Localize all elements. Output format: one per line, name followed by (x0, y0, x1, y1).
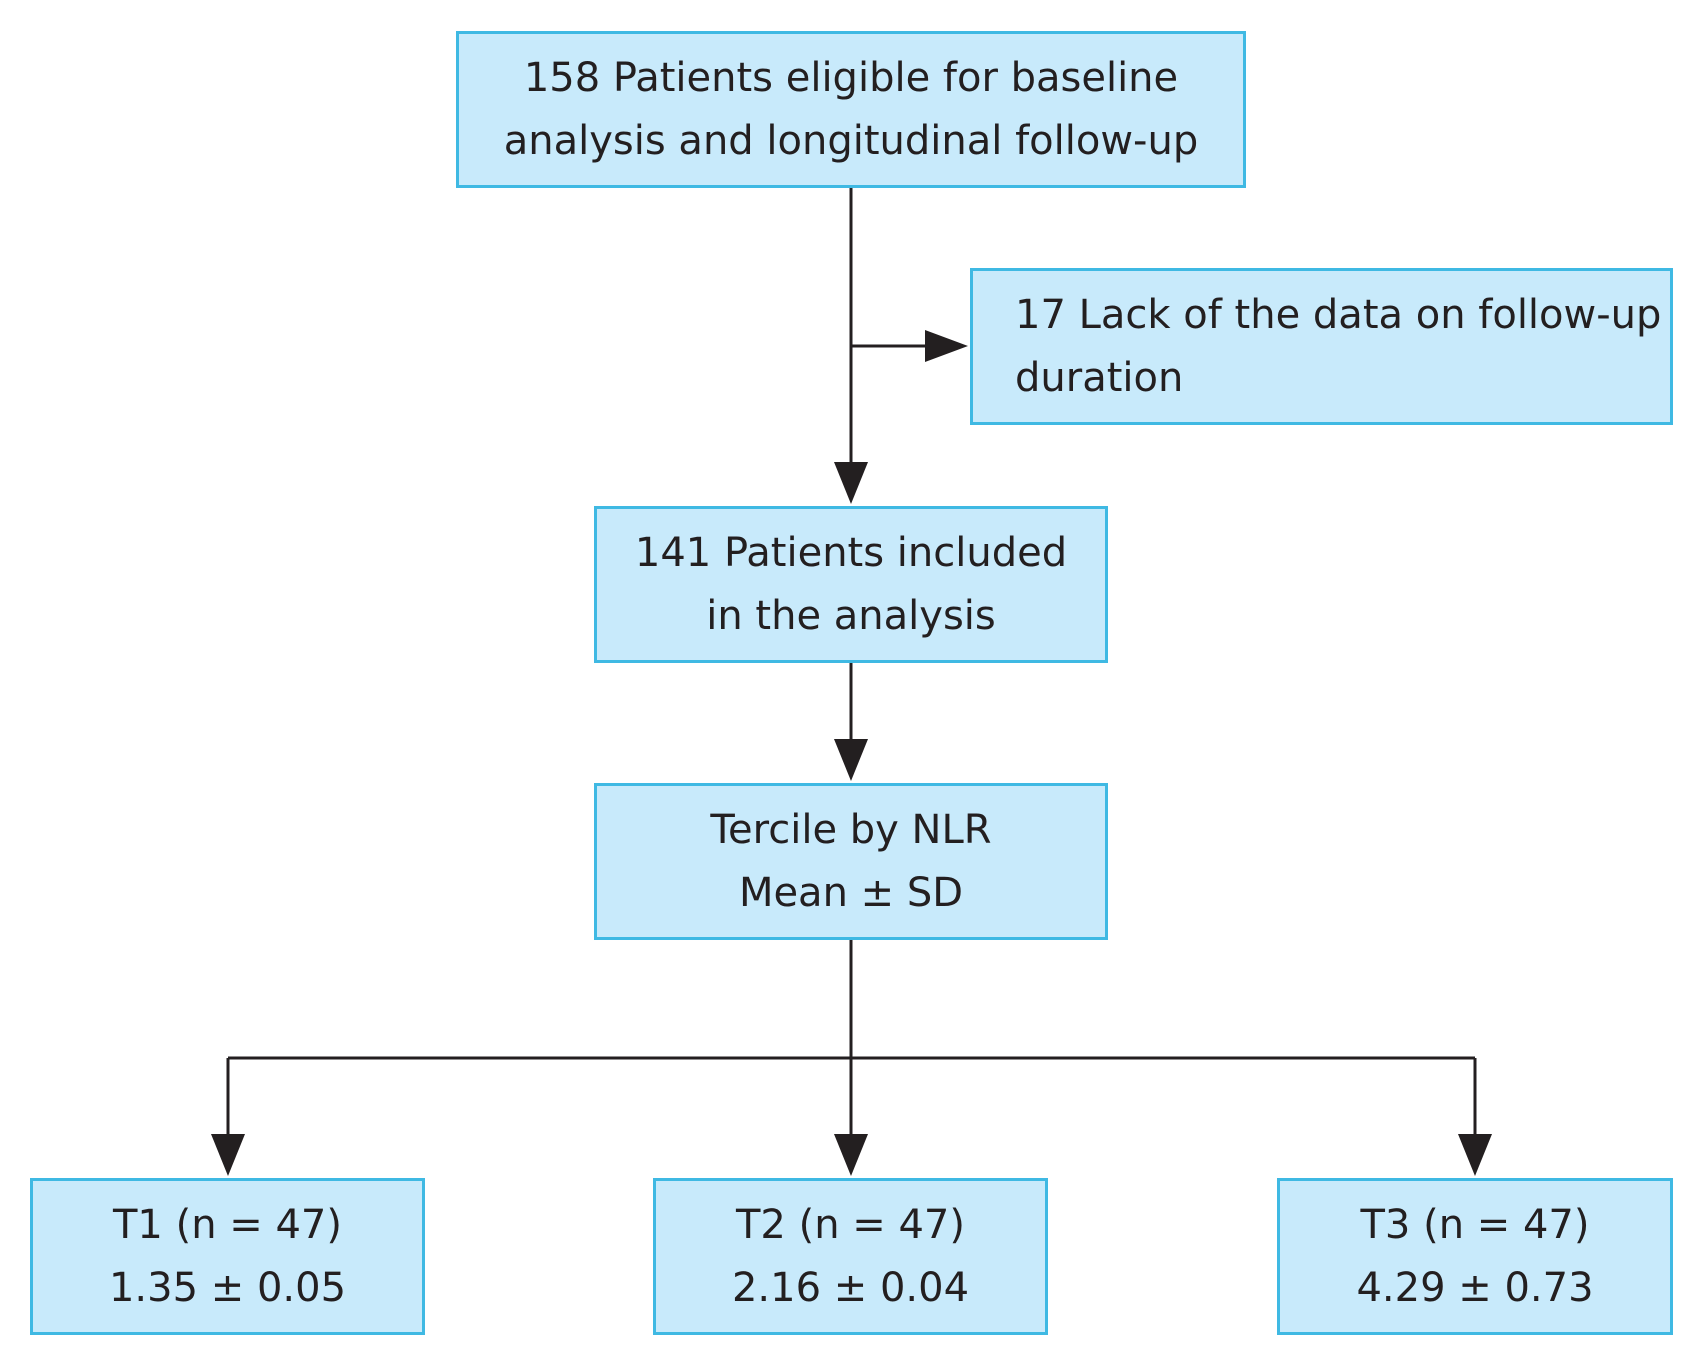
group-t2-label: T2 (n = 47) (735, 1201, 965, 1248)
excluded-line2: duration (1015, 354, 1184, 401)
excluded-line1: 17 Lack of the data on follow-up (1015, 291, 1662, 338)
included-line2: in the analysis (706, 592, 996, 639)
tercile-line1: Tercile by NLR (710, 806, 992, 853)
tercile-line2: Mean ± SD (738, 869, 964, 916)
group-box-t1: T1 (n = 47) 1.35 ± 0.05 (30, 1178, 425, 1335)
eligible-line1: 158 Patients eligible for baseline (523, 54, 1179, 101)
excluded-box: 17 Lack of the data on follow-up duratio… (970, 268, 1673, 425)
included-box: 141 Patients included in the analysis (594, 506, 1108, 663)
tercile-box: Tercile by NLR Mean ± SD (594, 783, 1108, 940)
group-box-t2: T2 (n = 47) 2.16 ± 0.04 (653, 1178, 1048, 1335)
group-t2-value: 2.16 ± 0.04 (731, 1264, 970, 1311)
group-t1-label: T1 (n = 47) (112, 1201, 342, 1248)
arrowhead-to-included (834, 462, 868, 504)
eligible-box: 158 Patients eligible for baseline analy… (456, 31, 1246, 188)
arrowhead-to-t3 (1458, 1134, 1492, 1176)
arrowhead-to-t2 (834, 1134, 868, 1176)
group-t3-value: 4.29 ± 0.73 (1356, 1264, 1594, 1311)
arrowhead-to-t1 (211, 1134, 245, 1176)
group-t3-label: T3 (n = 47) (1360, 1201, 1590, 1248)
group-t1-value: 1.35 ± 0.05 (108, 1264, 347, 1311)
group-box-t3: T3 (n = 47) 4.29 ± 0.73 (1277, 1178, 1673, 1335)
included-line1: 141 Patients included (634, 529, 1068, 576)
eligible-line2: analysis and longitudinal follow-up (503, 117, 1199, 164)
arrowhead-to-tercile (834, 739, 868, 781)
arrowhead-to-excluded (925, 330, 968, 362)
